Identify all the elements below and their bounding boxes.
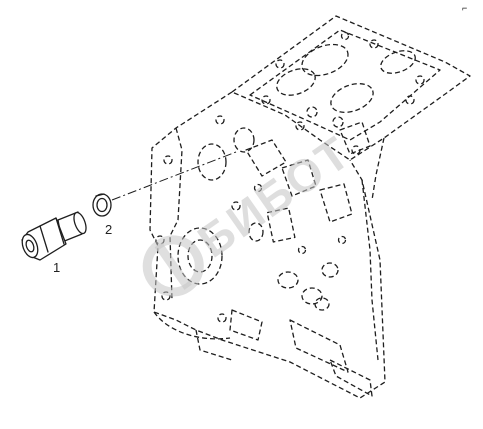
callout-label-part-2: 2 (105, 222, 112, 237)
watermark-bar-icon (154, 242, 192, 290)
callout-label-part-1: 1 (53, 260, 60, 275)
watermark-text: БИБОТ (188, 126, 360, 268)
assembly-leader-line (111, 151, 237, 201)
corner-mark: ⌐ (462, 3, 467, 13)
engine-block (149, 15, 471, 399)
washer-part (92, 193, 112, 217)
watermark: БИБОТ (142, 126, 360, 297)
hex-adapter-part (21, 211, 87, 261)
